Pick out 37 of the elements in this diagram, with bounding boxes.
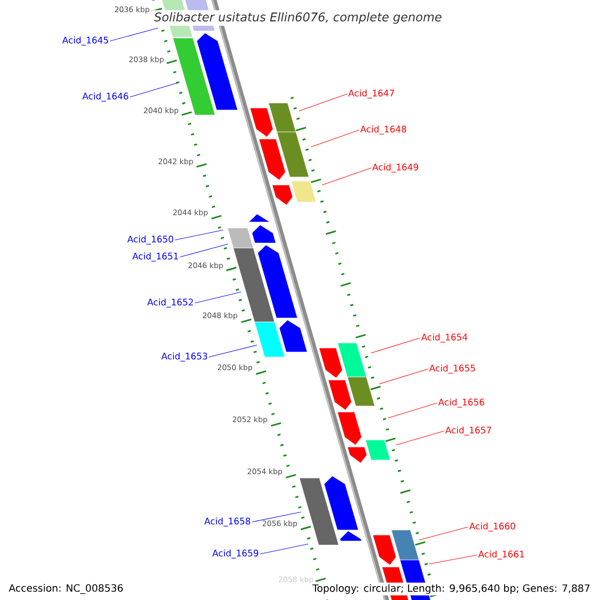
accession-note: Accession: NC_008536 [7, 582, 125, 596]
gene-label: Acid_1653 [161, 352, 208, 362]
leader-line [208, 344, 258, 358]
gene-label: Acid_1655 [429, 364, 475, 374]
leader-line [180, 244, 228, 258]
leader-line [418, 526, 468, 540]
gene-label: Acid_1648 [360, 126, 406, 134]
leader-line [174, 230, 224, 240]
gene-label: Acid_1649 [372, 164, 418, 172]
leader-line [388, 402, 438, 418]
gene-label: Acid_1645 [62, 36, 108, 46]
genome-summary: Topology: circular; Length: 9,965,640 bp; Genes: 7,887 [310, 582, 592, 596]
gene-label: Acid_1658 [204, 518, 250, 526]
leader-line [396, 430, 444, 446]
gene-label: Acid_1650 [127, 236, 174, 244]
leader-line [110, 28, 158, 42]
leader-line [260, 544, 308, 554]
gene-label: Acid_1654 [421, 334, 468, 342]
leader-line [298, 94, 348, 112]
gene-label: Acid_1661 [478, 550, 524, 560]
leader-line [130, 82, 178, 98]
leader-line [428, 554, 478, 564]
gene-label: Acid_1647 [348, 90, 394, 98]
title: Solibacter usitatus Ellin6076, complete genome [152, 10, 444, 26]
gene-label: Acid_1657 [445, 426, 491, 436]
gene-label: Acid_1646 [82, 92, 128, 102]
leader-line [194, 292, 242, 304]
leader-line [322, 168, 372, 186]
gene-label: Acid_1660 [469, 522, 516, 532]
gene-label: Acid_1651 [132, 252, 178, 262]
gene-label: Acid_1656 [438, 398, 484, 408]
leader-line [370, 338, 420, 354]
gene-label: Acid_1652 [147, 298, 193, 308]
leader-line [252, 512, 302, 522]
leader-line [378, 368, 428, 384]
gene-label: Acid_1659 [212, 550, 258, 558]
leader-line [310, 130, 360, 148]
